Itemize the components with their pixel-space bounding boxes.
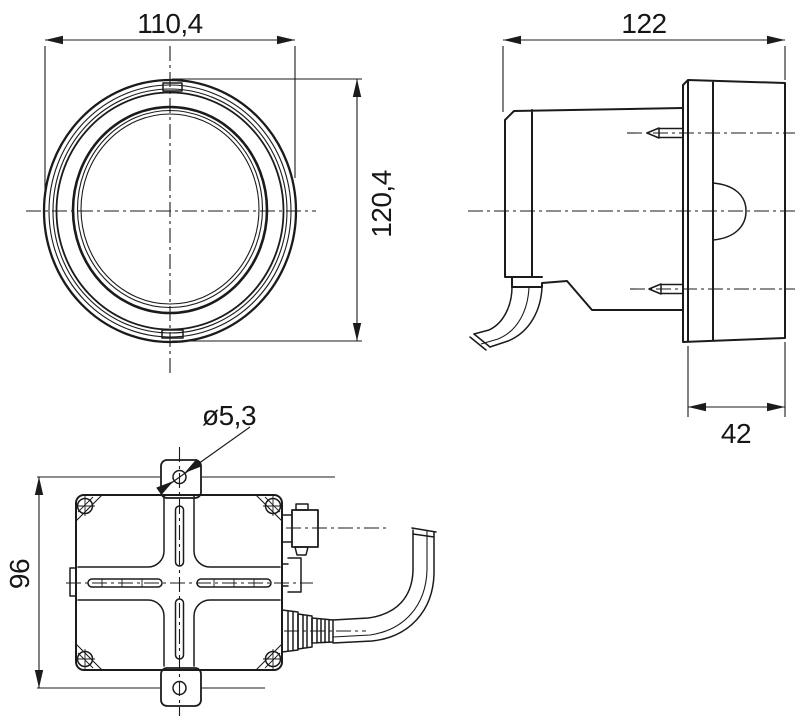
cable-outer-edge	[332, 531, 435, 644]
dimension-label-hole-diameter: ø5,3	[202, 400, 256, 431]
dimension-side-depth: 122	[502, 8, 786, 112]
gland-block-2	[297, 613, 313, 650]
cable-gland	[281, 609, 366, 653]
cable-end-cap	[469, 333, 491, 351]
dimension-arrow	[767, 35, 785, 45]
screw-cross	[75, 649, 95, 669]
mounting-stud-top	[627, 127, 795, 139]
bezel-notch-top	[162, 82, 183, 92]
corner-screws	[75, 494, 283, 671]
mounting-tab-bottom	[160, 667, 202, 707]
cable-side	[469, 286, 543, 351]
inner-pad-edges	[77, 495, 281, 667]
connector-mount-lines	[281, 514, 293, 543]
lens-circle	[71, 105, 269, 315]
cable-bottom	[332, 527, 437, 644]
extension-line	[502, 46, 786, 112]
corner-chamfer	[75, 494, 283, 671]
dimension-arrow	[352, 323, 362, 341]
leader-arrow	[184, 458, 202, 473]
left-edge-tab	[69, 567, 77, 597]
slot-horizontal-left	[87, 578, 163, 588]
cable-inner-edge	[332, 529, 414, 621]
slot-vertical-upper	[174, 505, 185, 567]
dimension-hole-diameter: ø5,3	[156, 400, 257, 495]
bezel-notch-bottom	[161, 329, 184, 339]
dimension-arrow	[277, 35, 295, 45]
dimension-label-side-depth: 122	[621, 8, 666, 39]
dimension-arrow	[503, 35, 521, 45]
gland-block-1	[281, 609, 299, 653]
dimension-label-bracket-height: 96	[4, 559, 35, 589]
bezel-ring	[48, 84, 292, 338]
connector-foot	[294, 546, 309, 556]
extension-line	[44, 46, 296, 190]
cable-outer-edge	[489, 286, 543, 348]
dimension-bracket-height: 96	[4, 476, 335, 689]
stud-outline	[648, 283, 684, 295]
cable-inner-edge	[473, 286, 513, 335]
extension-line	[37, 476, 335, 689]
lens-ring	[76, 109, 264, 309]
bottom-view: 96 ø5,3	[4, 400, 437, 716]
extension-line	[172, 78, 362, 342]
dimension-label-front-width: 110,4	[137, 8, 203, 39]
dimension-arrow	[34, 670, 44, 688]
leader-line	[159, 426, 251, 492]
mounting-tab-top	[160, 459, 202, 499]
dimension-front-width: 110,4	[44, 8, 296, 190]
leader-arrow	[156, 481, 174, 495]
housing-outline	[504, 107, 684, 311]
extension-line	[687, 342, 786, 417]
gland-strain-relief	[311, 617, 334, 644]
flange-notch-arc	[712, 182, 747, 241]
bezel-ring	[52, 88, 288, 334]
slot-ticks	[101, 579, 255, 587]
dimension-front-height: 120,4	[172, 78, 397, 342]
mounting-stud-bottom	[630, 283, 795, 295]
screw-cross	[75, 496, 95, 516]
cable-middle-line	[480, 286, 530, 345]
screw-cross	[263, 496, 283, 516]
slot-vertical-lower	[174, 598, 185, 660]
flange-outline	[682, 79, 786, 343]
dimension-lens-depth: 42	[687, 342, 786, 449]
dimension-arrow	[688, 402, 706, 412]
cable-middle-line	[332, 531, 428, 638]
mounting-hole-top	[172, 469, 187, 485]
dimension-arrow	[352, 79, 362, 97]
corner-hatch	[77, 496, 281, 669]
dimension-arrow	[767, 402, 785, 412]
connector	[281, 503, 390, 556]
stud-outline	[646, 127, 684, 139]
mounting-hole-bottom	[172, 680, 187, 696]
housing-body	[75, 494, 283, 671]
side-view: 122 42	[468, 8, 798, 449]
dimension-arrow	[34, 477, 44, 495]
dimension-arrow	[45, 35, 63, 45]
connector-tab	[295, 503, 309, 511]
screw-cross	[263, 649, 283, 669]
front-view: 110,4 120,4	[26, 8, 397, 376]
side-block	[281, 557, 302, 593]
dimension-label-front-height: 120,4	[366, 170, 397, 238]
lens-ring	[80, 113, 260, 305]
cable-end-cap	[411, 527, 437, 538]
outer-bezel-circle	[42, 78, 298, 344]
dimension-label-lens-depth: 42	[721, 418, 751, 449]
